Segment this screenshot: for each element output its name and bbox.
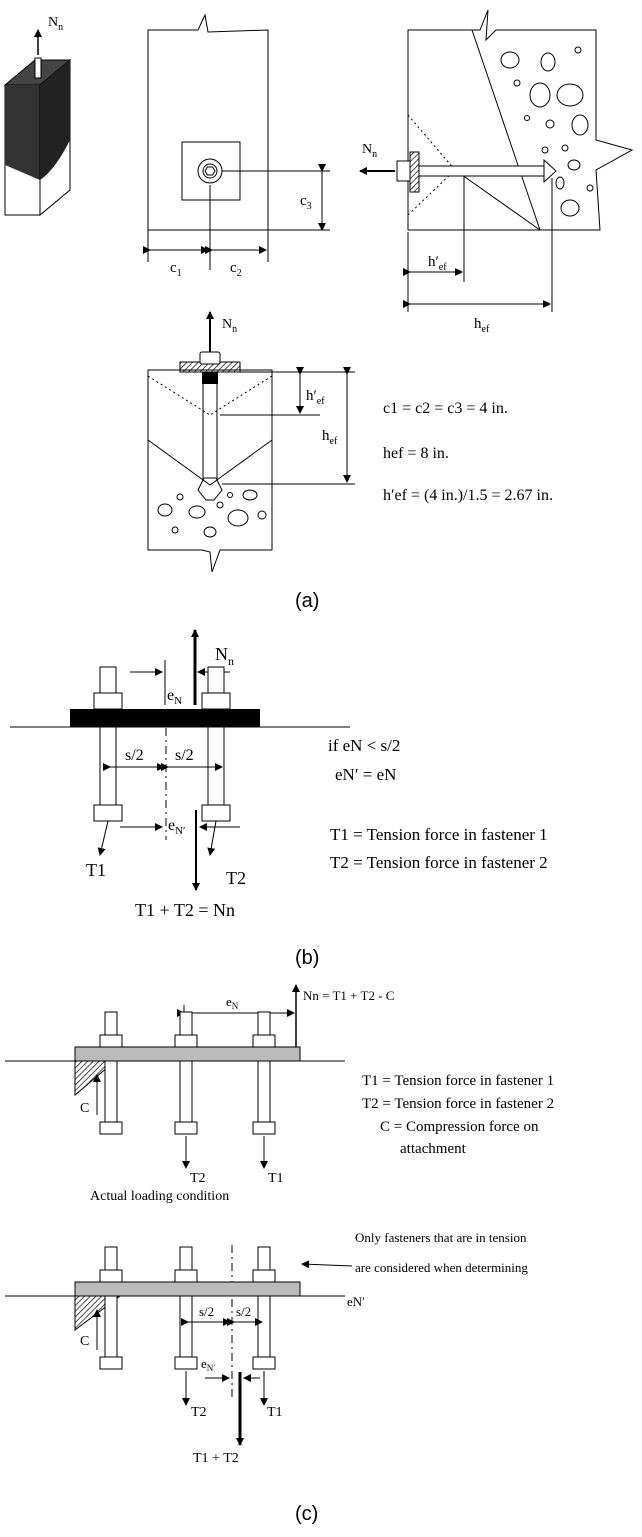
svg-text:C = Compression force on: C = Compression force on [380,1119,539,1135]
svg-text:Nn: Nn [48,15,63,33]
panel-b: Nn eN s/2 s/2 eN′ T1 T2 T1 [10,629,548,969]
svg-text:T2: T2 [190,1171,206,1186]
svg-text:s/2: s/2 [175,747,194,764]
svg-text:Nn: Nn [222,317,237,335]
svg-text:T1: T1 [268,1171,284,1186]
equation-edge-distances: c1 = c2 = c3 = 4 in. [383,400,508,417]
fastener-left [93,666,123,822]
svg-text:c3: c3 [300,193,312,212]
fastener-right [201,666,231,822]
svg-text:T2: T2 [191,1405,207,1420]
svg-text:are considered when determinin: are considered when determining [355,1260,528,1275]
panel-a: Nn c3 c1 c2 [3,9,634,612]
caption-b: (b) [295,947,319,969]
svg-text:Nn: Nn [362,142,377,160]
section-view: Nn [147,311,355,573]
svg-text:h′ef: h′ef [428,254,447,273]
svg-text:T1: T1 [86,860,106,880]
svg-text:T1 + T2: T1 + T2 [193,1451,239,1466]
svg-text:eN′: eN′ [347,1294,365,1309]
svg-text:eN′ = eN: eN′ = eN [335,765,396,784]
svg-text:T1: T1 [267,1405,283,1420]
svg-text:s/2: s/2 [199,1304,214,1319]
svg-text:s/2: s/2 [125,747,144,764]
svg-text:Nn: Nn [215,644,234,668]
svg-text:s/2: s/2 [236,1304,251,1319]
svg-text:hef: hef [322,428,338,447]
svg-text:eN: eN [167,687,182,707]
svg-text:C: C [80,1334,89,1349]
svg-text:h′ef: h′ef [306,388,325,407]
svg-text:Actual loading condition: Actual loading condition [90,1189,229,1204]
svg-text:eN′: eN′ [168,817,185,837]
svg-text:eN′: eN′ [201,1356,215,1373]
svg-text:hef: hef [474,316,490,335]
equation-hef-prime: h′ef = (4 in.)/1.5 = 2.67 in. [383,487,553,504]
svg-text:if eN < s/2: if eN < s/2 [328,736,400,755]
aggregate-stones [500,46,594,217]
equation-hef: hef = 8 in. [383,445,449,462]
svg-text:Nn = T1 + T2 - C: Nn = T1 + T2 - C [303,988,394,1003]
aggregate-stones-bottom [157,489,267,538]
svg-text:T2 = Tension force in fastener: T2 = Tension force in fastener 2 [362,1096,554,1112]
caption-c: (c) [295,1503,318,1525]
svg-text:c1: c1 [170,260,182,279]
svg-text:eN: eN [226,994,239,1011]
svg-text:T1 + T2 = Nn: T1 + T2 = Nn [135,900,235,920]
side-elevation: Nn [359,9,634,335]
svg-text:T2 = Tension force in fastener: T2 = Tension force in fastener 2 [330,853,548,872]
svg-text:attachment: attachment [400,1141,467,1157]
svg-text:C: C [80,1101,89,1116]
caption-a: (a) [295,590,319,612]
svg-text:Only fasteners that are in ten: Only fasteners that are in tension [355,1230,527,1245]
plan-view: c3 c1 c2 [143,13,330,279]
panel-c: Nn = T1 + T2 - C eN C T2 T1 Actual loadi… [5,984,554,1525]
svg-text:T2: T2 [226,868,246,888]
svg-text:c2: c2 [230,260,242,279]
svg-text:T1 = Tension force in fastener: T1 = Tension force in fastener 1 [330,825,548,844]
fasteners-c-top [99,1011,276,1135]
fasteners-c-bottom [99,1246,276,1370]
svg-text:T1 = Tension force in fastener: T1 = Tension force in fastener 1 [362,1073,554,1089]
isometric-block: Nn [3,15,72,217]
